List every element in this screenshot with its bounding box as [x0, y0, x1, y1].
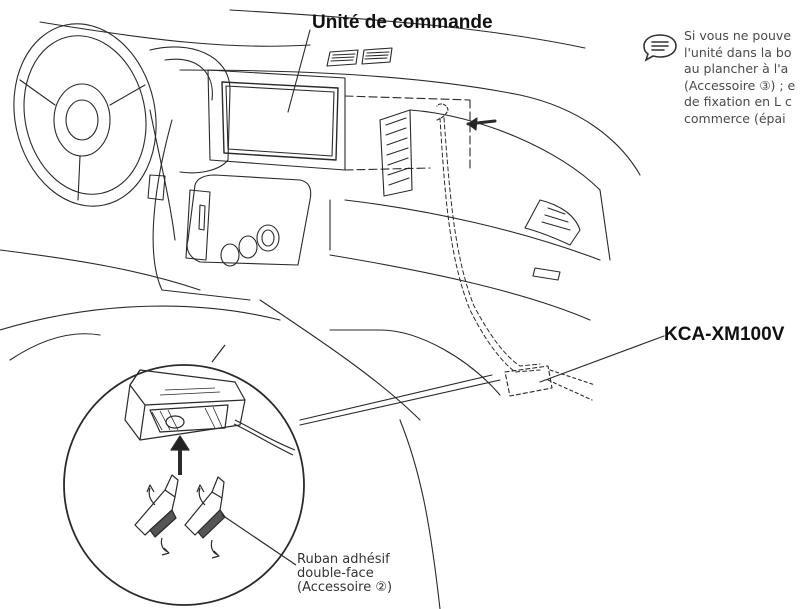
note-line: de fixation en L c [684, 94, 792, 109]
control-unit-screen [221, 81, 339, 161]
dash-top-edge [179, 69, 641, 176]
steering-wheel [13, 23, 176, 241]
tuner-cable [211, 344, 296, 451]
passenger-dash [329, 109, 601, 321]
tape-label: Ruban adhésif double-face (Accessoire ②) [297, 553, 392, 595]
note-text: Si vous ne pouve l'unité dans la bo au p… [684, 28, 812, 127]
note-line: Si vous ne pouve [684, 28, 792, 43]
floor-lines [0, 249, 441, 609]
note-line: au plancher à l'a [684, 61, 789, 76]
adhesive-tape [134, 474, 226, 559]
note-icon [643, 34, 677, 62]
mounting-bracket-outline [344, 95, 471, 171]
instrument-cluster [149, 46, 231, 174]
tape-label-line: Ruban adhésif [297, 552, 390, 567]
tape-leader [221, 514, 297, 566]
note-line: (Accessoire ③) ; e [684, 77, 796, 93]
defrost-vents [326, 47, 393, 67]
zoom-leader [299, 374, 501, 426]
tuner-model-label: KCA-XM100V [664, 324, 785, 345]
detail-circle [63, 344, 305, 606]
tape-label-line: (Accessoire ②) [297, 580, 393, 595]
side-vent [379, 109, 413, 197]
tuner-location [504, 365, 553, 397]
tuner-leader [539, 335, 665, 383]
control-unit-leader [287, 29, 311, 113]
tape-label-line: double-face [297, 566, 374, 581]
center-console [147, 69, 346, 301]
note-line: commerce (épai [684, 110, 786, 126]
antenna-cable-route [439, 117, 541, 373]
windshield-line [39, 9, 586, 49]
note-line: l'unité dans la bo [684, 44, 792, 60]
control-unit-label: Unité de commande [312, 12, 493, 33]
tuner-box [124, 369, 246, 441]
